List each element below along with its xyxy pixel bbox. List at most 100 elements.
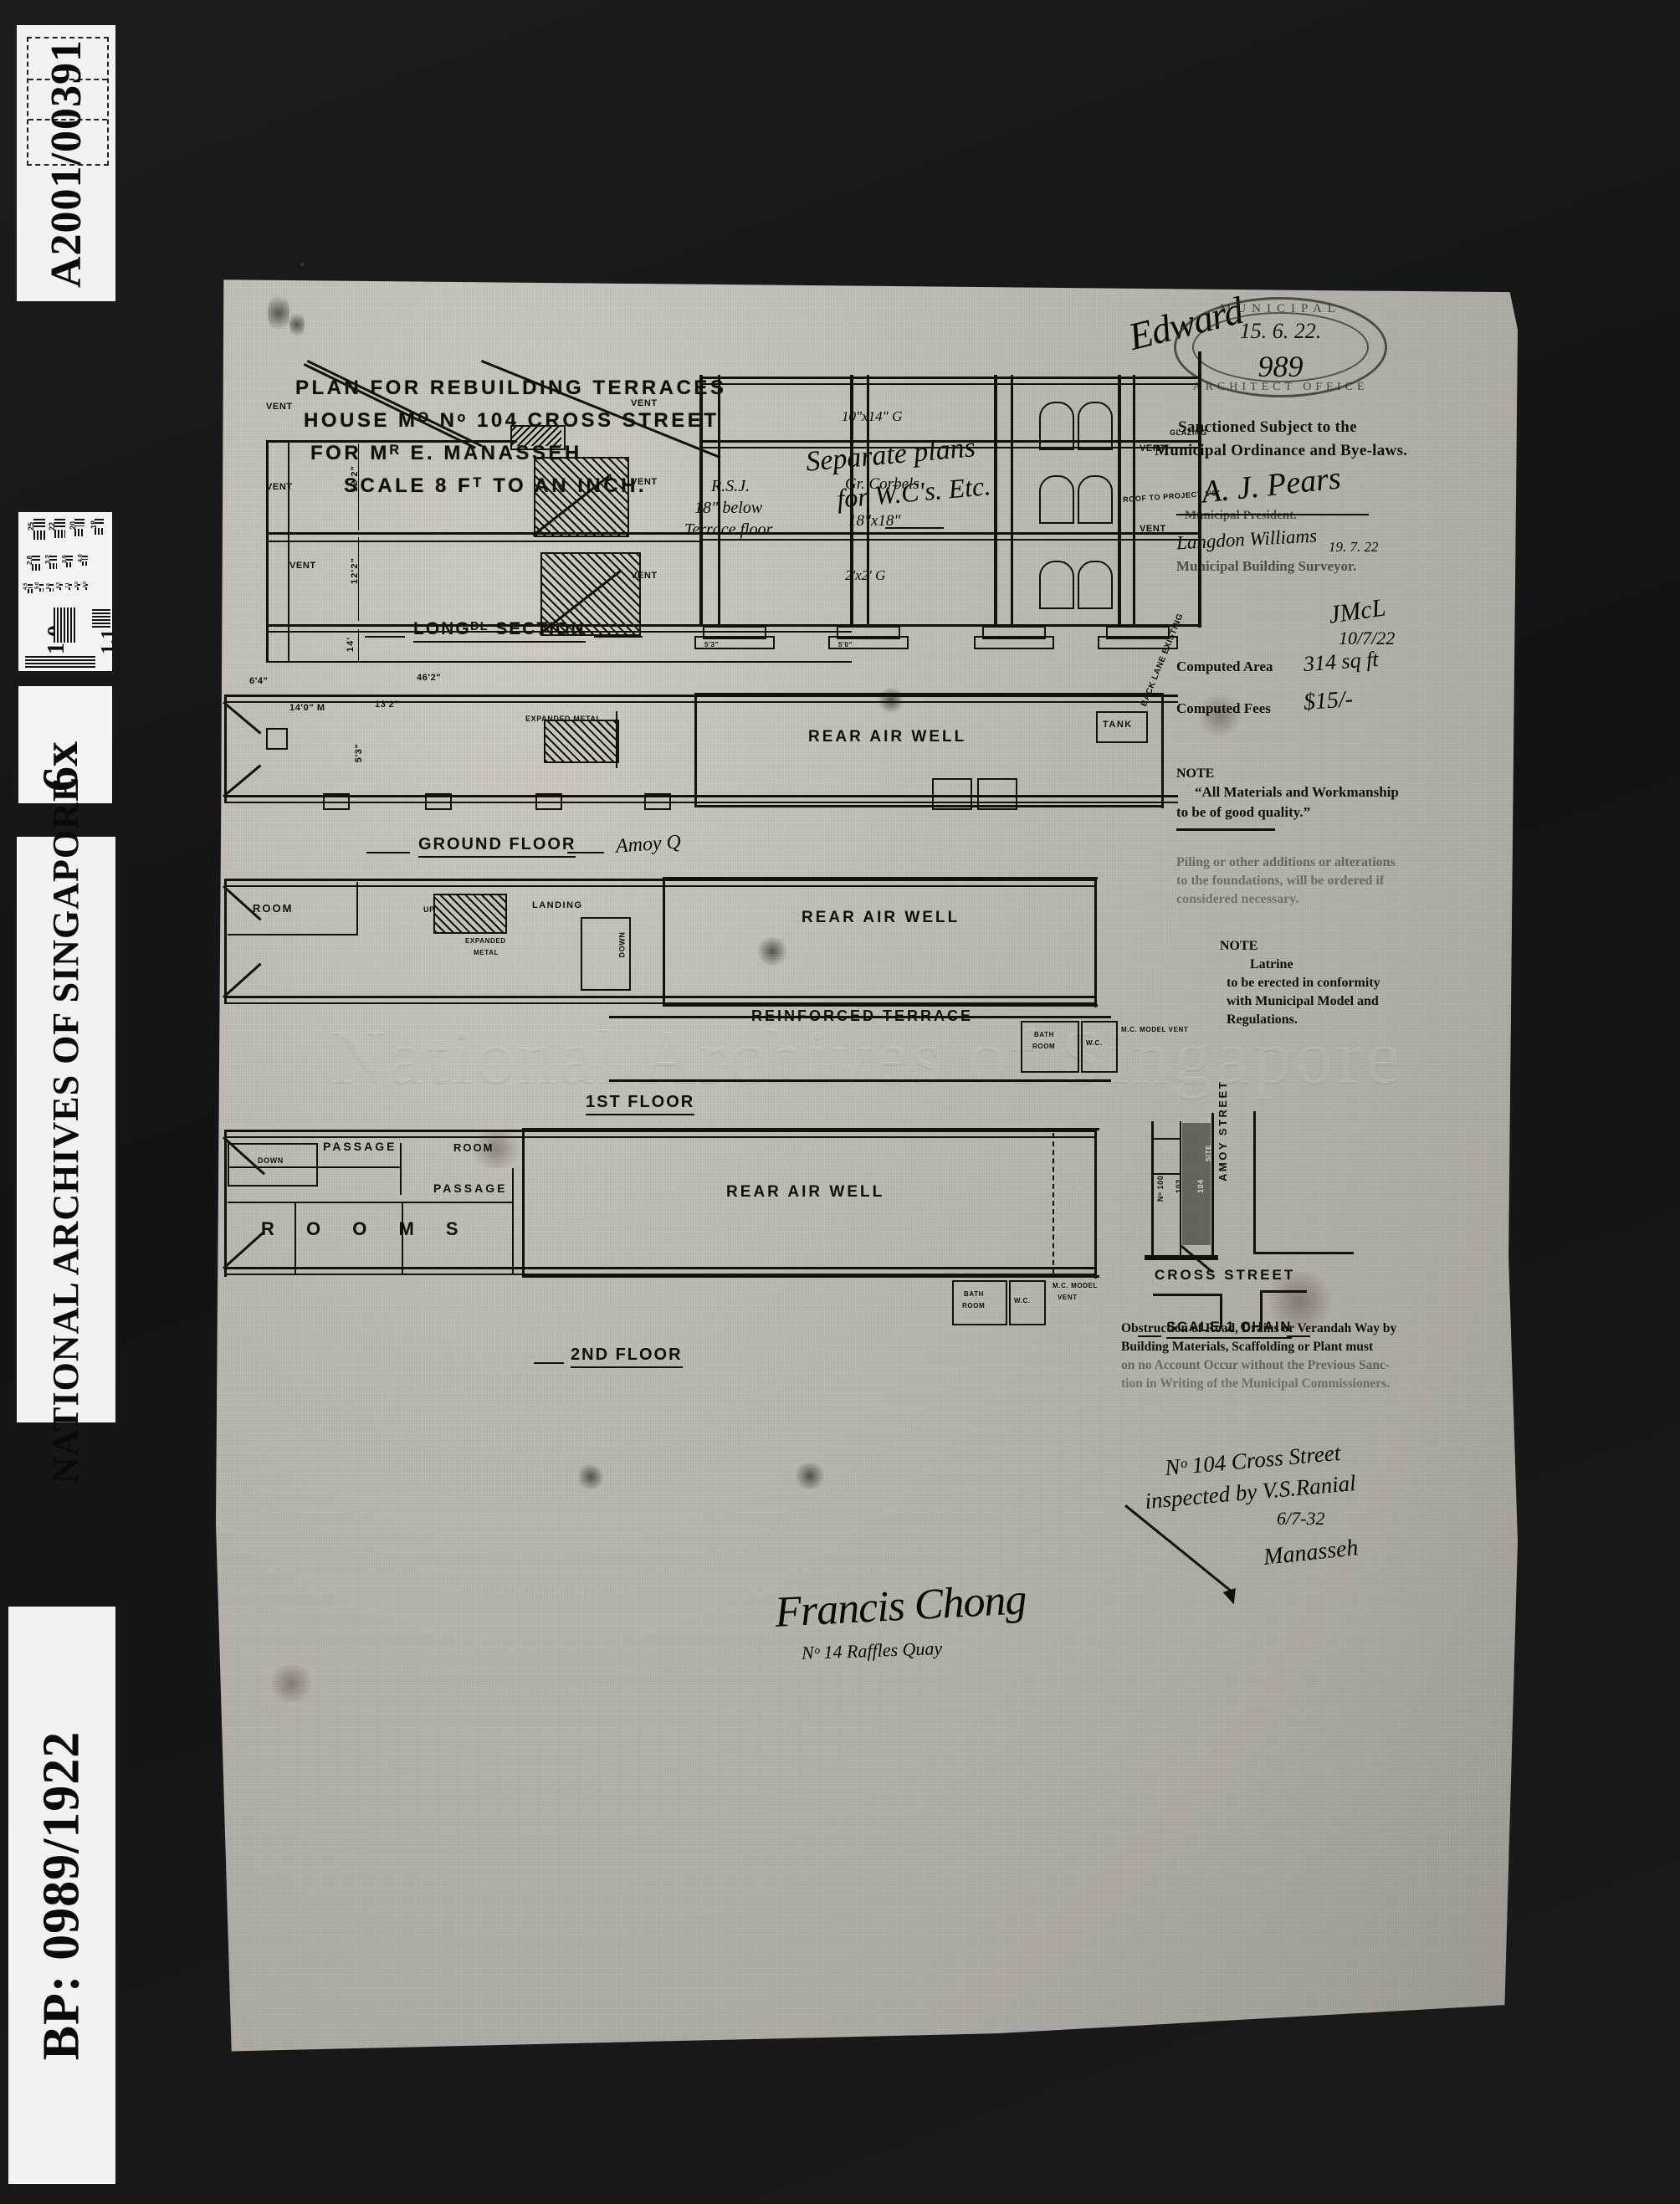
beam-size-note: 10"x14" G xyxy=(842,408,903,424)
corbels-note: Gr. Corbels xyxy=(845,475,919,493)
ground-floor-rear-air-well-label: REAR AIR WELL xyxy=(808,728,967,746)
stamp-arc-bottom: ARCHITECT OFFICE xyxy=(1192,381,1369,393)
note3-line-2: to be erected in conformity xyxy=(1227,976,1380,990)
accession-number-text: A2001/00391 xyxy=(42,38,90,288)
rsj-note-line-1: R.S.J. xyxy=(711,477,750,495)
stamp-date: 15. 6. 22. xyxy=(1239,319,1322,343)
second-floor-bath-label-2: ROOM xyxy=(962,1302,986,1310)
footing-dim-a: 5'3" xyxy=(704,641,719,648)
key-plan-scale-label: SCALE 1 CHAIN xyxy=(1166,1319,1292,1339)
second-floor-down-label: DOWN xyxy=(258,1156,284,1165)
first-floor-expanded-metal-2: METAL xyxy=(474,949,499,956)
note3-line-3: with Municipal Model and xyxy=(1227,994,1379,1008)
note2-line-2: to the foundations, will be ordered if xyxy=(1176,874,1385,888)
rt-big-1-1: 1.1 xyxy=(98,629,112,654)
first-floor-expanded-metal-1: EXPANDED xyxy=(465,937,506,945)
paper-stain xyxy=(793,1463,827,1489)
municipal-architect-stamp: MUNICIPAL ARCHITECT OFFICE 15. 6. 22. 98… xyxy=(1174,297,1387,397)
separate-plans-note-line1: Separate plans xyxy=(804,432,977,478)
first-floor-room-label: ROOM xyxy=(253,902,294,915)
second-floor-rear-air-well-label: REAR AIR WELL xyxy=(726,1183,885,1201)
stamp-outer-oval xyxy=(1174,297,1387,397)
resolution-test-target: 25 22 20 18 2.8 xyxy=(18,512,112,671)
inspector-initial-date: 10/7/22 xyxy=(1339,628,1396,648)
paper-stain xyxy=(576,1464,606,1489)
first-floor-down-label: DOWN xyxy=(617,931,627,958)
corbel-size-note: 18"x18" xyxy=(848,512,901,530)
vent-label: VENT xyxy=(1140,443,1166,454)
amoy-street-label: AMOY STREET xyxy=(1216,1079,1229,1181)
first-floor-mc-model-vent-label: M.C. MODEL VENT xyxy=(1121,1026,1189,1033)
section-dim-a: 12'2" xyxy=(350,464,361,493)
archive-watermark: National Archives of Singapore xyxy=(330,1014,1404,1099)
second-floor-wc-label: W.C. xyxy=(1014,1297,1031,1304)
note3-heading: NOTE xyxy=(1220,939,1258,953)
lot-100-label: Nᵒ 100 xyxy=(1156,1175,1165,1202)
president-signature: A. J. Pears xyxy=(1200,460,1343,510)
second-floor-room-label: ROOM xyxy=(453,1141,494,1154)
gf-dim-3: 14'0" M xyxy=(289,703,325,713)
president-title: Municipal President. xyxy=(1185,509,1297,522)
inspector-initials: JMcL xyxy=(1326,593,1388,629)
section-dim-b: 12'2" xyxy=(350,556,361,585)
note4-line-1: Obstruction of Road, Drains or Verandah … xyxy=(1121,1321,1397,1335)
vent-label: VENT xyxy=(1140,524,1166,534)
sanctioned-line-2: Municipal Ordinance and Bye-laws. xyxy=(1155,442,1408,459)
paper-stain xyxy=(755,937,789,966)
magnification-label: 6x xyxy=(18,686,112,803)
lot-102-label: 102 xyxy=(1175,1179,1183,1193)
architect-signature: Francis Chong xyxy=(773,1576,1027,1637)
vent-label: VENT xyxy=(289,561,316,571)
second-floor-mc-model-vent-2: VENT xyxy=(1058,1294,1078,1301)
landing-label: LANDING xyxy=(532,900,583,910)
footing-dim-b: 5'0" xyxy=(838,641,853,648)
surveyor-date: 19. 7. 22 xyxy=(1329,539,1379,555)
accession-checkbox-grid xyxy=(27,37,109,166)
note3-line-1: Latrine xyxy=(1250,957,1293,971)
computed-fees-value: $15/- xyxy=(1302,685,1355,716)
architectural-drawing-sheet: National Archives of Singapore PLAN FOR … xyxy=(216,279,1518,2052)
tank-outline xyxy=(1096,711,1148,743)
second-floor-caption: 2ND FLOOR xyxy=(571,1345,683,1368)
title-line-1: PLAN FOR REBUILDING TERRACES xyxy=(295,377,727,399)
gf-dim-1: 46'2" xyxy=(417,673,442,683)
second-floor-passage-label: PASSAGE xyxy=(323,1140,397,1153)
paper-foxing xyxy=(467,1130,525,1168)
note3-line-4: Regulations. xyxy=(1227,1012,1298,1027)
vent-label: VENT xyxy=(631,477,658,487)
rsj-note-line-3: Terrace floor xyxy=(684,520,773,539)
institution-label: NATIONAL ARCHIVES OF SINGAPORE xyxy=(17,776,115,1484)
bp-number-text: BP: 0989/1922 xyxy=(33,1730,90,2060)
note4-line-4: tion in Writing of the Municipal Commiss… xyxy=(1121,1376,1391,1391)
beam-size-note-2: 2'x2' G xyxy=(845,567,886,583)
section-dim-c: 14' xyxy=(346,636,356,653)
vent-label: VENT xyxy=(266,482,293,492)
ground-floor-handwritten-note: Amoy Q xyxy=(615,831,682,858)
gf-dim-2: 13'2" xyxy=(375,700,400,710)
paper-foxing xyxy=(1195,695,1245,736)
second-floor-mc-model-vent-1: M.C. MODEL xyxy=(1053,1282,1098,1289)
architect-address: Nᵒ 14 Raffles Quay xyxy=(801,1638,943,1663)
lot-104-label: 104 xyxy=(1196,1179,1205,1193)
tank-label: TANK xyxy=(1103,720,1133,730)
cross-street-label: CROSS STREET xyxy=(1155,1267,1296,1283)
rsj-note-line-2: 18" below xyxy=(694,499,763,517)
reinforced-terrace-label: REINFORCED TERRACE xyxy=(751,1007,974,1024)
stamp-inner-oval xyxy=(1192,312,1369,382)
computed-fees-label: Computed Fees xyxy=(1176,700,1271,716)
paper-foxing xyxy=(1262,1272,1337,1330)
bp-number-label: BP: 0989/1922 xyxy=(8,1607,115,2184)
paper-stain xyxy=(877,688,905,713)
accession-number-label: A2001/00391 xyxy=(17,25,115,301)
site-label: SITE xyxy=(1205,1144,1212,1161)
computed-area-label: Computed Area xyxy=(1176,659,1273,674)
second-floor-rooms-label: R O O M S xyxy=(261,1218,472,1239)
gf-dim-0: 6'4" xyxy=(249,676,269,686)
title-line-4: SCALE 8 Fᵀ TO AN INCH. xyxy=(344,474,648,497)
first-floor-rear-air-well-label: REAR AIR WELL xyxy=(802,909,960,926)
computed-area-value: 314 sq ft xyxy=(1303,646,1380,677)
vent-label: VENT xyxy=(631,571,658,581)
section-caption: LONGᴰᴸ SECTION xyxy=(413,619,586,643)
stamp-arc-top: MUNICIPAL xyxy=(1220,302,1341,315)
institution-text: NATIONAL ARCHIVES OF SINGAPORE xyxy=(45,776,87,1484)
